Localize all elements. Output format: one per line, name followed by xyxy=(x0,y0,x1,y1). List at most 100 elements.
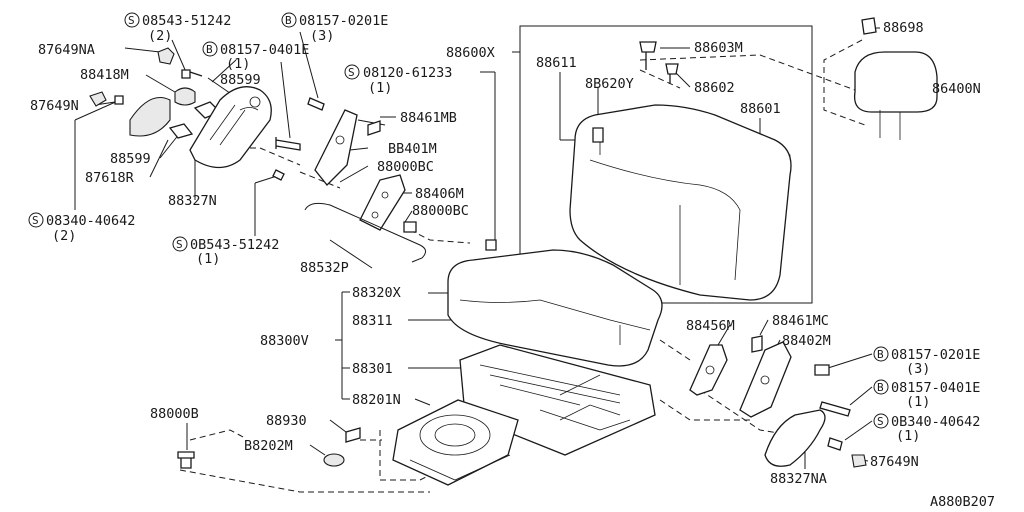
clip-88611-shape xyxy=(592,127,604,143)
cover-87618r-shape xyxy=(129,96,171,137)
clip-88930-shape xyxy=(345,427,361,443)
label-08543-51242-bottom-qty: (1) xyxy=(196,251,220,267)
label-08120-61233: 08120-61233 xyxy=(363,65,452,81)
seatback-assembly-frame xyxy=(519,25,813,304)
label-88402m: 88402M xyxy=(782,333,831,349)
label-88602: 88602 xyxy=(694,80,735,96)
label-88461mb: 88461MB xyxy=(400,110,457,126)
label-88599-top: 88599 xyxy=(220,72,261,88)
headrest-86400n-shape xyxy=(853,51,938,113)
screw-08120-61233-shape xyxy=(485,239,497,251)
label-88300v: 88300V xyxy=(260,333,309,349)
bolt-right-1-shape xyxy=(814,364,830,376)
label-08157-0401e-top-qty: (1) xyxy=(226,56,250,72)
screw-bottom-shape xyxy=(272,169,285,181)
label-88327na: 88327NA xyxy=(770,471,827,487)
label-87618r: 87618R xyxy=(85,170,135,186)
label-87649n-right: 87649N xyxy=(870,454,919,470)
seatback xyxy=(569,17,938,301)
label-88000b: 88000B xyxy=(150,406,199,422)
label-08543-51242-top-qty: (2) xyxy=(148,28,172,44)
cover-88418m-shape xyxy=(174,87,196,106)
prefix-circles: S B B S S S B B S xyxy=(28,12,889,429)
prefix-s-3: S xyxy=(32,214,39,227)
clip-88461mb-shape xyxy=(367,120,381,136)
prefix-b-4: B xyxy=(877,381,884,394)
guide-88602-shape xyxy=(665,63,679,84)
prefix-b-3: B xyxy=(877,348,884,361)
part-labels: 08543-51242 (2) 08157-0201E (3) 87649NA … xyxy=(30,13,995,510)
label-08543-51242-bottom: 0B543-51242 xyxy=(190,237,279,253)
label-88603m: 88603M xyxy=(694,40,743,56)
label-88601: 88601 xyxy=(740,101,781,117)
cushion-pad-88311-shape xyxy=(447,249,663,367)
guide-88603m-shape xyxy=(639,41,657,70)
prefix-s-4: S xyxy=(176,238,183,251)
label-88406m: 88406M xyxy=(415,186,464,202)
label-88301: 88301 xyxy=(352,361,393,377)
screw-right-shape xyxy=(827,437,843,451)
seatback-pad-88620y-shape xyxy=(569,104,792,301)
label-88401m: BB401M xyxy=(388,141,437,157)
label-88327n: 88327N xyxy=(168,193,217,209)
label-87649na: 87649NA xyxy=(38,42,95,58)
recliner-left-assembly xyxy=(89,47,497,263)
bracket-88456m-shape xyxy=(689,344,728,396)
label-08157-0201e-top: 08157-0201E xyxy=(299,13,388,29)
label-88000bc-1: 88000BC xyxy=(377,159,434,175)
label-88461mc: 88461MC xyxy=(772,313,829,329)
plate-88599-bottom-shape xyxy=(168,123,194,139)
label-08157-0401e-right-qty: (1) xyxy=(906,394,930,410)
label-08340-40642-left-qty: (2) xyxy=(52,228,76,244)
bolt-right-2-shape xyxy=(819,401,851,417)
bolt-08157-0201e-shape xyxy=(307,97,325,111)
prefix-s-5: S xyxy=(877,415,884,428)
grommet-87649na-shape xyxy=(157,47,175,65)
label-88698: 88698 xyxy=(883,20,924,36)
bolt-88000b-shape xyxy=(177,451,195,469)
label-08543-51242-top: 08543-51242 xyxy=(142,13,231,29)
bolt-left-shape xyxy=(114,95,124,105)
label-08340-40642-right: 0B340-40642 xyxy=(891,414,980,430)
prefix-s-2: S xyxy=(348,66,355,79)
label-08157-0201e-right: 08157-0201E xyxy=(891,347,980,363)
label-08157-0401e-top: 08157-0401E xyxy=(220,42,309,58)
label-08157-0201e-right-qty: (3) xyxy=(906,361,930,377)
label-88620y: 8B620Y xyxy=(585,76,634,92)
label-08340-40642-left: 08340-40642 xyxy=(46,213,135,229)
recliner-88327n-shape xyxy=(189,86,272,169)
bolt-08157-0401e-shape xyxy=(275,137,301,151)
prefix-b-1: B xyxy=(285,14,292,27)
swivel-plate-88201n-shape xyxy=(392,399,519,486)
bracket-88401m-shape xyxy=(314,109,358,186)
label-88611: 88611 xyxy=(536,55,577,71)
label-88930: 88930 xyxy=(266,413,307,429)
grommet-87649n-left-shape xyxy=(89,91,107,107)
grommet-87649n-right-shape xyxy=(851,454,867,468)
clip-88000bc-shape xyxy=(403,221,417,233)
label-87649n-left: 87649N xyxy=(30,98,79,114)
clip-88698-shape xyxy=(861,17,877,35)
cable-88532p-shape xyxy=(304,202,426,263)
label-88456m: 88456M xyxy=(686,318,735,334)
assembly-dashed-lines xyxy=(179,39,866,493)
label-88202m: B8202M xyxy=(244,438,293,454)
clip-88461mc-shape xyxy=(751,335,763,353)
recliner-right-assembly xyxy=(689,335,867,468)
prefix-s-1: S xyxy=(128,14,135,27)
label-08340-40642-right-qty: (1) xyxy=(896,428,920,444)
label-88532p: 88532P xyxy=(300,260,349,276)
label-08157-0401e-right: 08157-0401E xyxy=(891,380,980,396)
label-86400n: 86400N xyxy=(932,81,981,97)
label-88201n: 88201N xyxy=(352,392,401,408)
diagram-code: A880B207 xyxy=(930,494,995,510)
seat-cushion xyxy=(177,249,663,486)
label-88311: 88311 xyxy=(352,313,393,329)
label-88599-bottom: 88599 xyxy=(110,151,151,167)
label-08157-0201e-top-qty: (3) xyxy=(310,28,334,44)
label-88320x: 88320X xyxy=(352,285,401,301)
cap-88202m-shape xyxy=(323,453,345,467)
prefix-b-2: B xyxy=(206,43,213,56)
label-88418m: 88418M xyxy=(80,67,129,83)
